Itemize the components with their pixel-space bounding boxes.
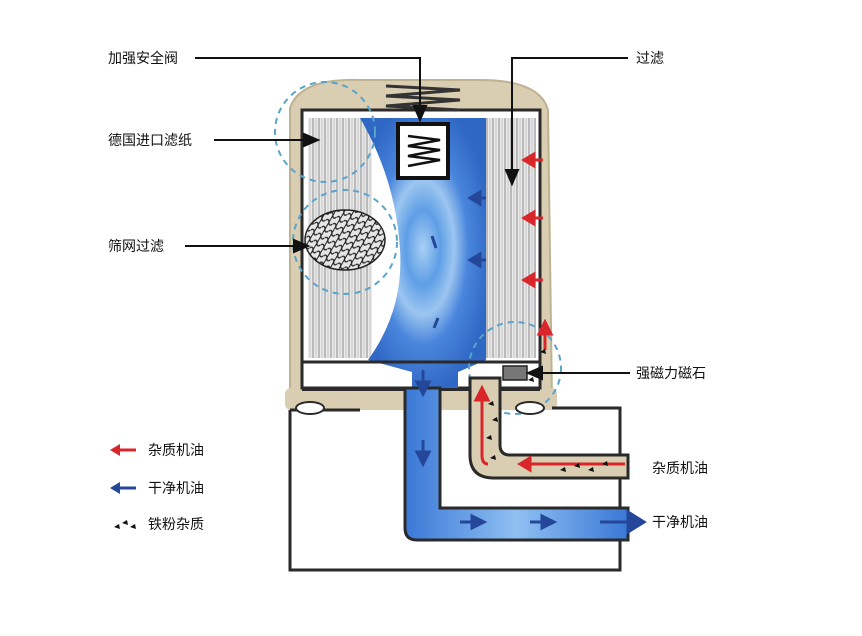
safety-valve: [385, 84, 461, 180]
iron-particles-icon: [114, 520, 136, 529]
legend-clean-oil: 干净机油: [108, 478, 204, 498]
label-magnet: 强磁力磁石: [636, 366, 706, 382]
legend-dirty-oil: 杂质机油: [108, 440, 204, 460]
legend-label: 杂质机油: [148, 443, 204, 459]
label-filtering: 过滤: [636, 51, 664, 67]
clean-oil-flow: [414, 189, 647, 535]
label-safety-valve: 加强安全阀: [108, 51, 178, 67]
iron-particles: [486, 349, 608, 472]
magnet: [502, 365, 528, 381]
clean-oil-chamber: [360, 118, 486, 388]
callout-circle-paper: [274, 81, 376, 183]
legend-label: 铁粉杂质: [148, 517, 204, 533]
label-inlet-oil: 杂质机油: [652, 461, 708, 477]
label-filter-paper: 德国进口滤纸: [108, 133, 192, 149]
label-mesh-filter: 筛网过滤: [108, 239, 164, 255]
legend-iron-particles: 铁粉杂质: [108, 514, 204, 534]
label-outlet-oil: 干净机油: [652, 515, 708, 531]
callout-circle-mesh: [292, 189, 398, 295]
clean-oil-outlet-pipe: [403, 386, 630, 542]
callout-circle-magnet: [468, 321, 562, 415]
leader-lines: [185, 57, 630, 381]
legend-label: 干净机油: [148, 481, 204, 497]
outer-pipe-outline: [288, 406, 622, 572]
dirty-oil-inlet-pipe: [468, 376, 630, 480]
red-arrow-icon: [110, 444, 136, 456]
blue-arrow-icon: [110, 482, 136, 494]
mesh-filter-element: [304, 209, 386, 271]
